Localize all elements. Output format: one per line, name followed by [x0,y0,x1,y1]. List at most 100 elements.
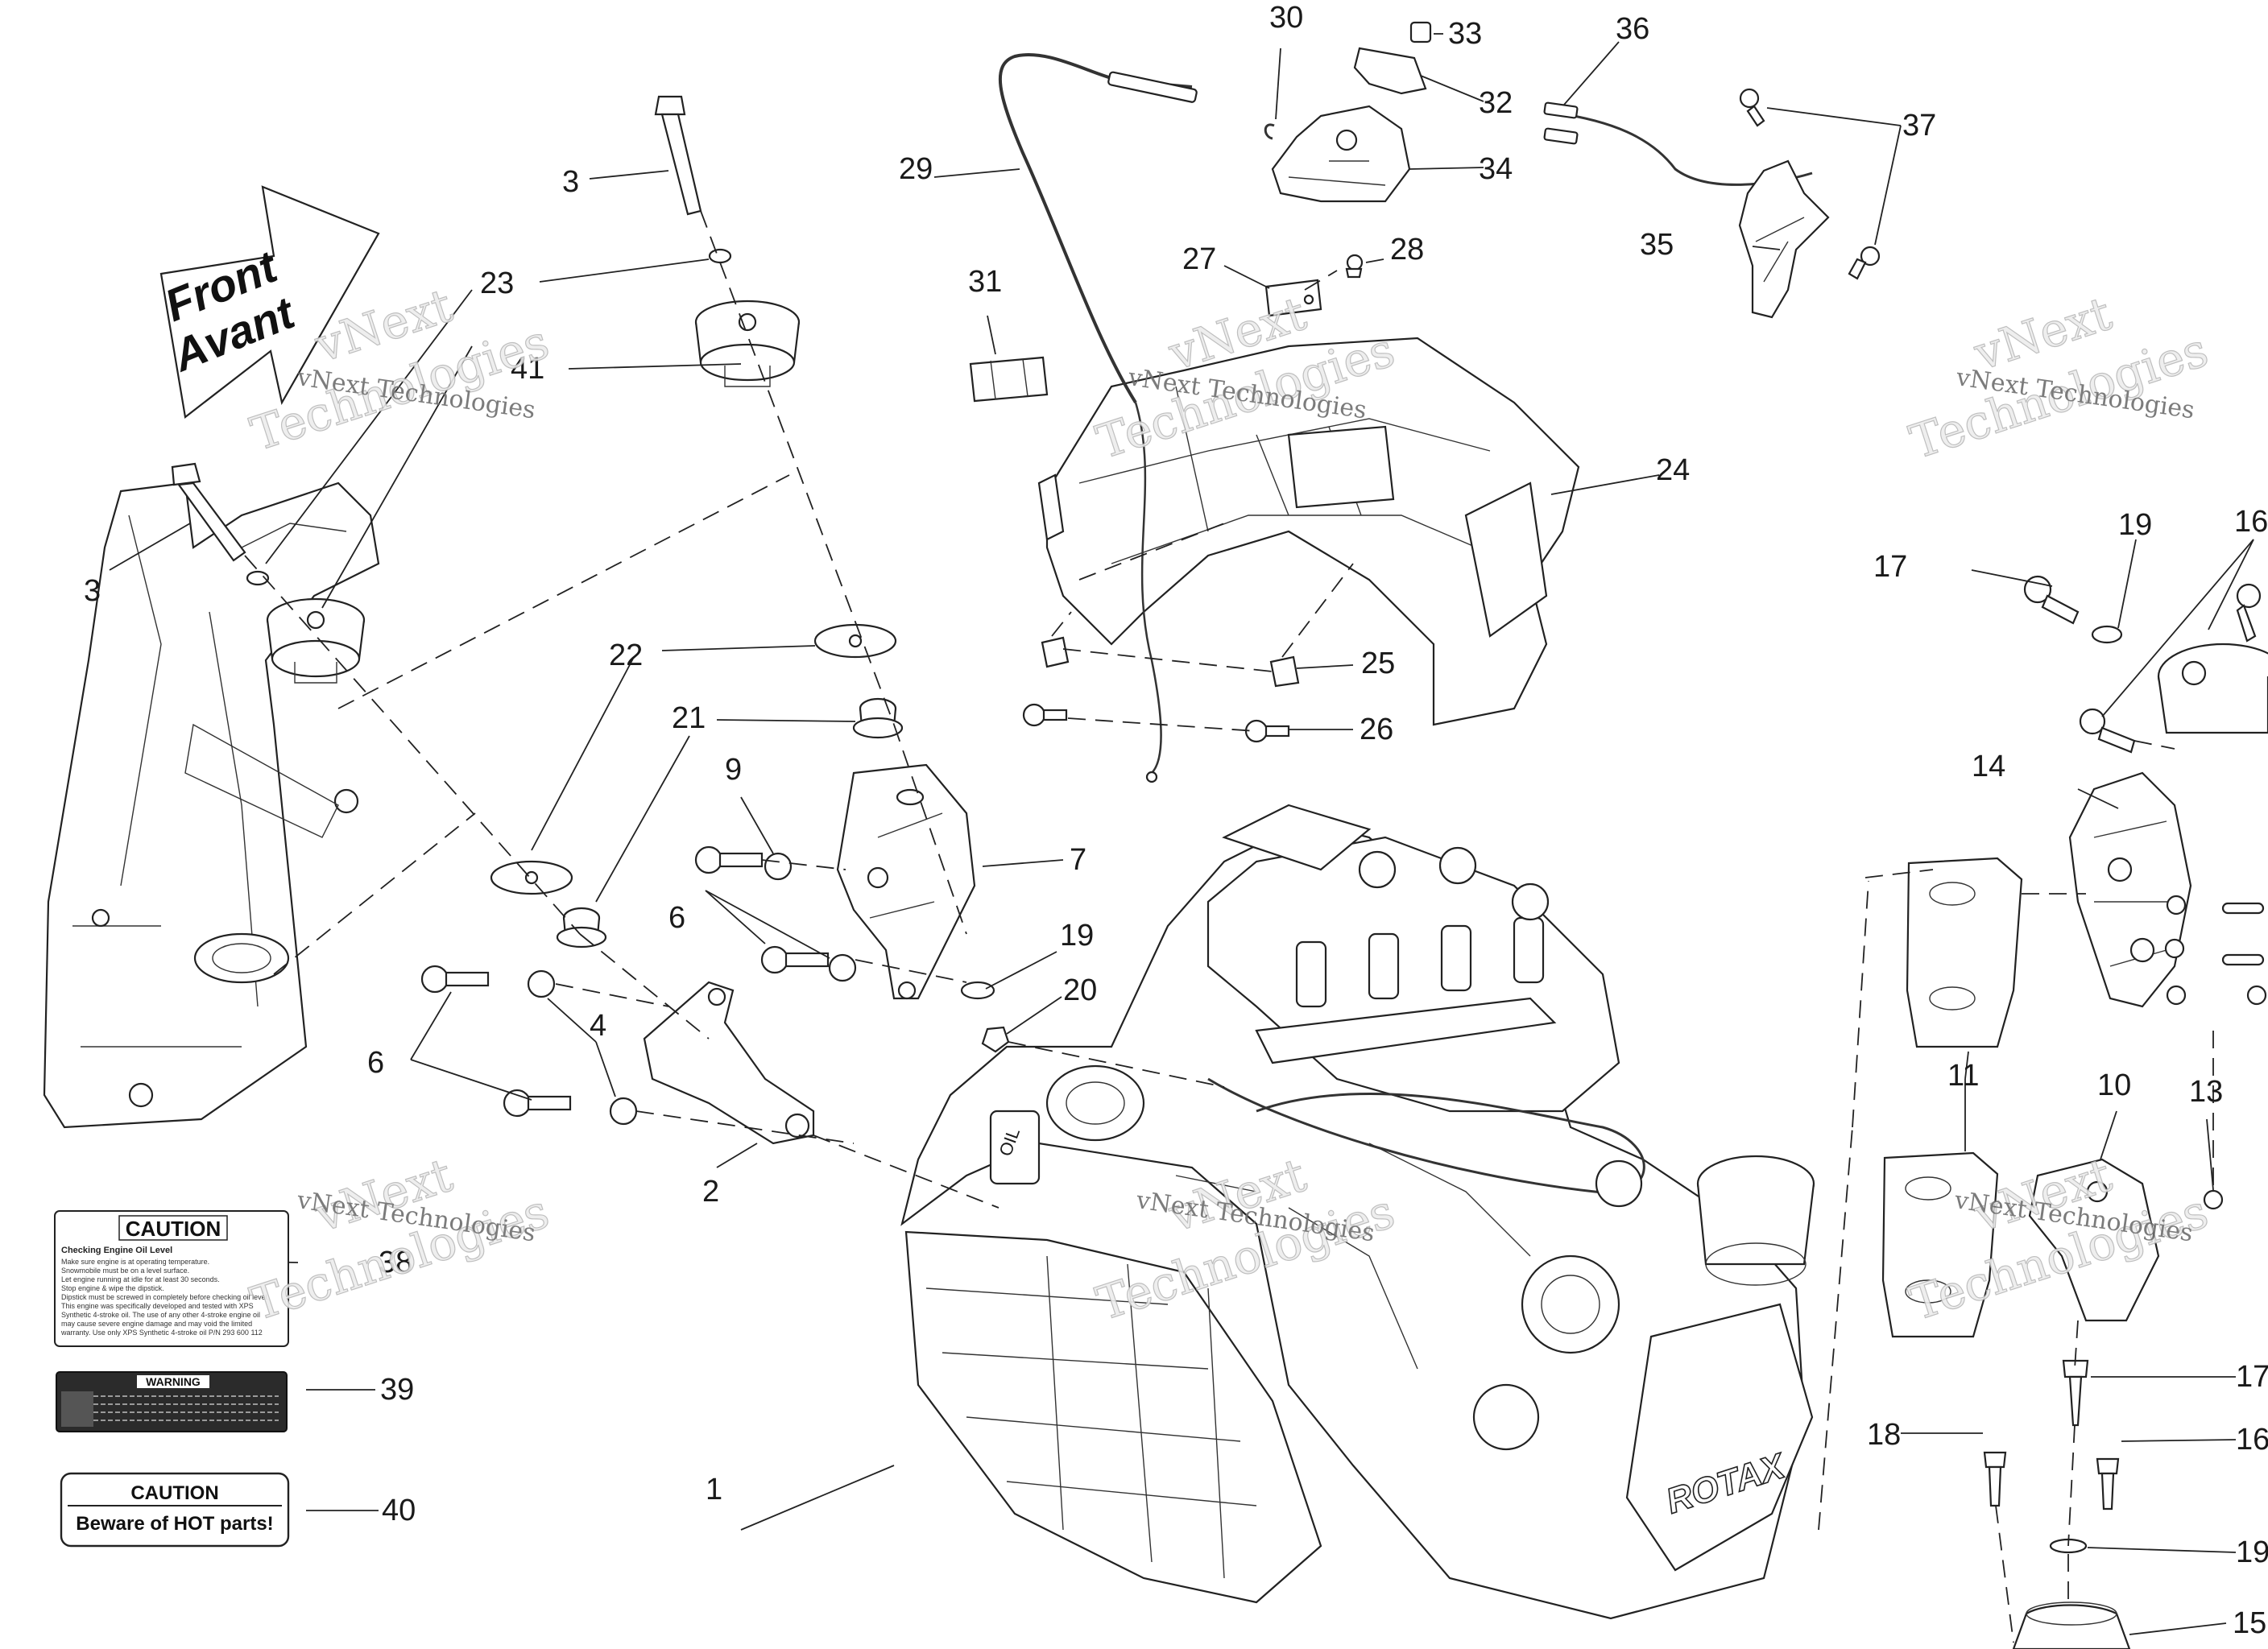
right-bolt-17-upper [2023,575,2080,625]
upper-bracket-assembly [1037,337,1580,726]
callout-22: 22 [609,639,643,672]
engine-assembly: OIL ROTAX [900,804,1815,1620]
callout-6-middle: 6 [668,901,685,935]
callout-32: 32 [1479,86,1513,120]
caution-oil-line-7: Synthetic 4-stroke oil. The use of any o… [61,1311,260,1319]
right-spacer-11 [1881,857,2023,1338]
right-bolt-17-lower [2062,1359,2089,1427]
washer-22-lower [490,860,573,895]
mount-bolt-3-lower [171,462,246,562]
callout-23: 23 [480,267,514,300]
part-31-clip [969,356,1049,403]
caution-oil-line-6: This engine was specifically developed a… [61,1302,254,1310]
callout-3-lower: 3 [84,574,101,608]
watermark-right-top: vNext Technologies vNext Technologies [1903,285,2215,470]
callout-17-lower: 17 [2236,1360,2268,1394]
callout-10: 10 [2097,1068,2131,1102]
engine-bracket-7 [836,763,976,1000]
callout-26: 26 [1360,713,1393,746]
damper-41-upper [694,300,801,387]
part-34-bracket [1271,105,1411,203]
callout-15: 15 [2233,1606,2266,1640]
callout-34: 34 [1479,152,1513,186]
callout-35: 35 [1640,228,1674,262]
sensor-cable-29 [998,53,1198,783]
part-36-harness [1543,101,1813,186]
part-35-bracket [1738,159,1830,319]
washer-19-nut-20 [960,981,1010,1053]
right-bolt-16-upper [2079,583,2262,754]
callout-3-upper: 3 [562,165,579,199]
callout-30: 30 [1269,1,1303,35]
washer-23-lower [246,570,270,586]
watermark-left-bottom: vNext Technologies vNext Technologies [244,1147,556,1332]
callout-16-upper: 16 [2234,505,2268,539]
sleeve-21-lower [556,907,607,948]
callout-16-lower: 16 [2236,1423,2268,1457]
caution-oil-heading: Checking Engine Oil Level [61,1246,172,1255]
right-washers-13 [2164,895,2267,1210]
right-washer-19-upper [2091,625,2123,644]
callout-27: 27 [1182,242,1216,276]
engine-bracket-2 [643,981,815,1145]
caution-hot-title: CAUTION [130,1482,218,1504]
callout-24: 24 [1656,453,1690,487]
callout-17-upper: 17 [1873,550,1907,584]
sleeve-21-upper [852,697,904,739]
caution-oil-line-5: Dipstick must be screwed in completely b… [61,1293,269,1301]
callout-6-left: 6 [367,1046,384,1080]
right-bolt-18 [1983,1451,2007,1507]
callout-41: 41 [511,352,544,386]
callout-33: 33 [1448,17,1482,51]
callout-1: 1 [706,1473,722,1506]
callout-36: 36 [1616,12,1649,46]
callout-21: 21 [672,701,706,735]
callout-25: 25 [1361,647,1395,680]
callout-20: 20 [1063,973,1097,1007]
right-bolt-16-lower [2096,1457,2120,1511]
warning-label-title: WARNING [146,1375,201,1388]
caution-oil-line-9: warranty. Use only XPS Synthetic 4-strok… [60,1329,263,1337]
callout-2: 2 [702,1175,719,1209]
right-bracket-14 [2068,771,2192,1008]
part-25-clips [1041,636,1300,688]
bolt-6-middle [760,945,857,982]
caution-oil-line-8: may cause severe engine damage and may v… [61,1320,252,1328]
callout-37: 37 [1902,109,1936,143]
part-37-screws [1739,88,1881,280]
bolt-6-lower-left [503,1089,638,1126]
caution-oil-title: CAUTION [126,1217,221,1241]
callout-7: 7 [1070,843,1086,877]
callout-40: 40 [382,1494,416,1527]
caution-oil-line-3: Let engine running at idle for at least … [61,1275,220,1283]
part-33-cap [1409,21,1432,43]
mount-bolt-3-upper [654,95,702,216]
bolt-9 [694,845,793,881]
leader-lines [109,33,2254,1635]
callout-38: 38 [379,1246,412,1279]
callout-13: 13 [2189,1075,2223,1109]
right-mount-damper [2157,643,2268,734]
callout-29: 29 [899,152,933,186]
warning-label: WARNING [56,1371,288,1432]
part-28-screw [1345,254,1364,279]
part-32-sensor [1353,47,1427,95]
callout-31: 31 [968,265,1002,299]
bolt-6-upper-left [420,965,556,998]
callout-4: 4 [590,1009,606,1043]
left-frame-bracket [43,481,380,1129]
callout-numbers: 1 2 3 3 4 6 6 7 9 10 11 13 14 15 16 16 1… [84,1,2268,1640]
callout-14: 14 [1972,750,2005,783]
part-26-bolts [1022,703,1290,743]
caution-oil-line-1: Make sure engine is at operating tempera… [61,1258,209,1266]
assembly-lines [244,210,2214,1643]
right-mount-15 [2012,1601,2131,1649]
caution-oil-line-4: Stop engine & wipe the dipstick. [61,1284,164,1292]
callout-18: 18 [1867,1418,1901,1452]
caution-oil-line-2: Snowmobile must be on a level surface. [61,1267,189,1275]
callout-28: 28 [1390,233,1424,267]
caution-hot-label: CAUTION Beware of HOT parts! [60,1472,290,1548]
right-bracket-10 [2028,1158,2160,1322]
washer-22-upper [813,623,897,659]
